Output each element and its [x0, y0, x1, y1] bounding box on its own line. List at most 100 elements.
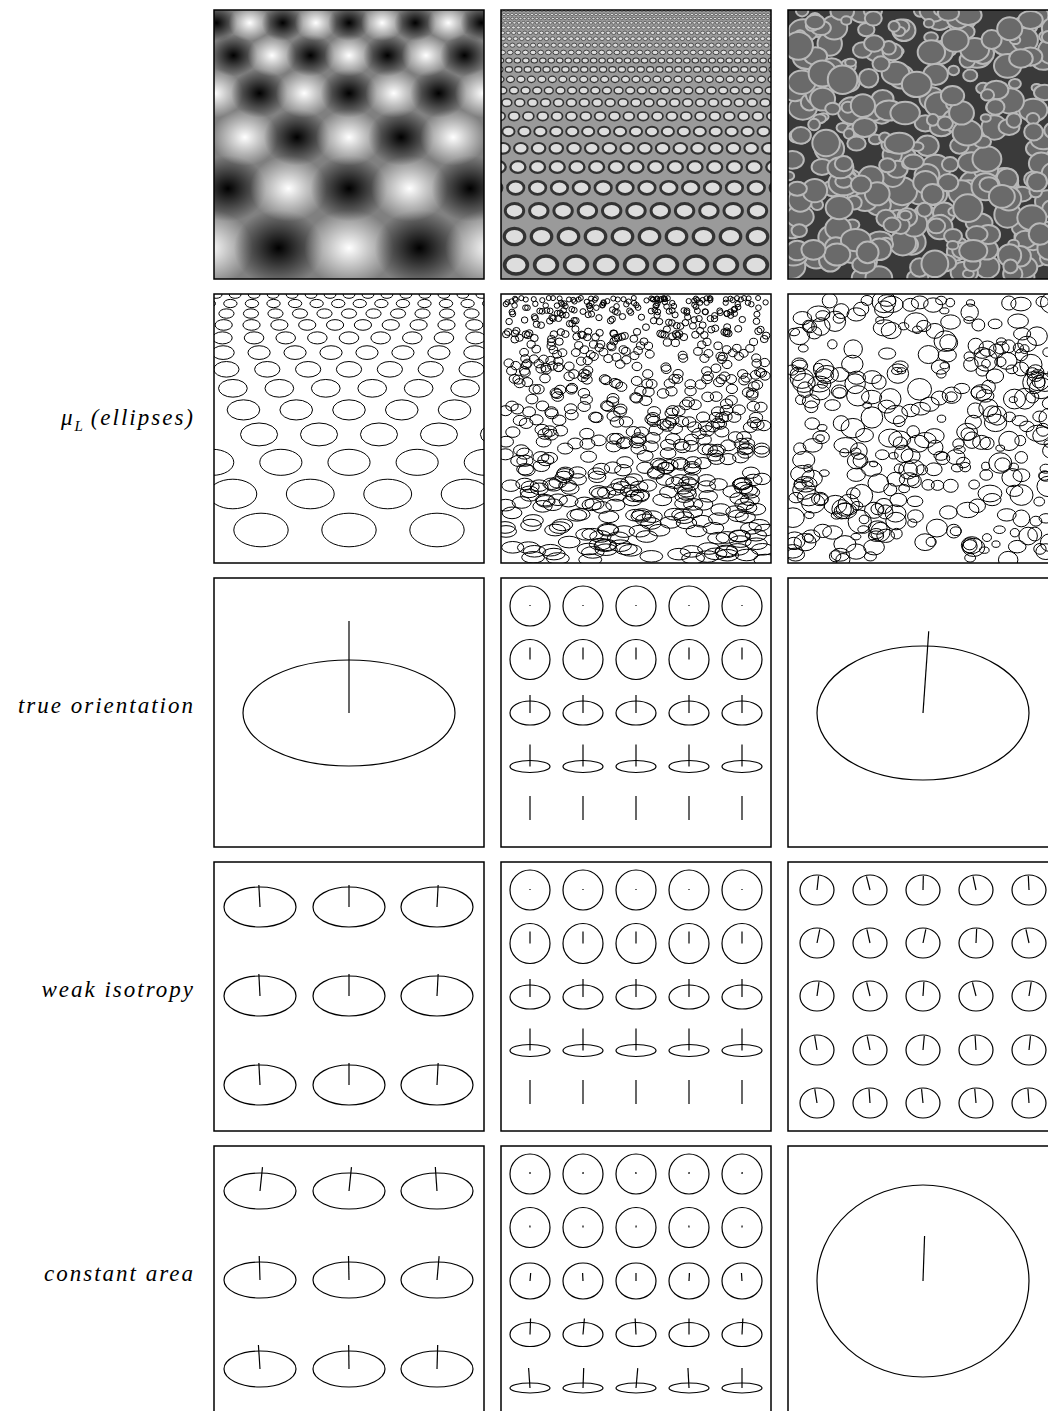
texture-blob: [656, 67, 663, 73]
fit-ellipse: [724, 311, 730, 317]
fit-ellipse: [526, 394, 538, 404]
texture-blob: [670, 13, 673, 15]
texture-blob: [618, 99, 628, 107]
texture-blob: [519, 17, 522, 19]
texture-blob: [585, 43, 590, 47]
texture-blob: [530, 50, 536, 55]
fit-ellipse: [558, 536, 580, 548]
texture-blob: [738, 17, 741, 19]
texture-blob: [885, 133, 915, 154]
texture-blob: [634, 13, 637, 15]
texture-blob: [568, 50, 574, 55]
texture-blob: [554, 13, 557, 15]
fit-ellipse: [296, 362, 321, 378]
texture-blob: [668, 37, 673, 41]
texture-blob: [720, 228, 741, 244]
fit-ellipse: [611, 296, 616, 301]
texture-blob: [650, 13, 653, 15]
texture-blob: [673, 31, 677, 34]
texture-blob: [684, 76, 692, 82]
texture-blob: [543, 67, 550, 73]
texture-blob: [728, 50, 734, 55]
fit-ellipse: [714, 342, 722, 350]
texture-blob: [721, 99, 731, 107]
texture-blob: [504, 21, 507, 24]
fit-ellipse: [1037, 476, 1048, 496]
texture-blob: [662, 127, 674, 137]
texture-blob: [649, 17, 652, 19]
texture-blob: [503, 17, 506, 19]
texture-blob: [695, 76, 703, 82]
fit-ellipse: [248, 346, 270, 360]
texture-blob: [566, 112, 577, 121]
fit-ellipse: [697, 327, 704, 334]
texture-blob: [835, 156, 853, 171]
texture-blob: [710, 127, 722, 137]
texture-blob: [687, 26, 691, 29]
texture-blob: [539, 17, 542, 19]
texture-blob: [744, 50, 750, 55]
fit-ellipse: [737, 432, 752, 443]
texture-blob: [694, 13, 697, 15]
fit-ellipse: [582, 499, 601, 511]
texture-blob: [574, 13, 577, 15]
fit-ellipse: [681, 308, 687, 314]
texture-blob: [680, 37, 685, 41]
fit-ellipse: [551, 296, 556, 301]
fit-ellipse: [533, 460, 550, 471]
fit-ellipse: [542, 452, 558, 463]
fit-ellipse: [674, 439, 689, 450]
fit-ellipse: [501, 522, 515, 534]
texture-blob: [640, 43, 645, 47]
texture-blob: [526, 13, 529, 15]
fit-ellipse: [734, 352, 743, 360]
fit-ellipse: [504, 329, 511, 336]
fit-ellipse: [513, 445, 528, 456]
texture-blob: [759, 50, 765, 55]
texture-blob: [748, 37, 753, 41]
texture-blob: [662, 31, 666, 34]
texture-blob: [622, 76, 630, 82]
fit-ellipse: [438, 320, 455, 331]
texture-blob: [710, 13, 713, 15]
texture-blob: [736, 43, 741, 47]
texture-blob: [728, 31, 732, 34]
fit-ellipse: [760, 358, 769, 366]
texture-blob: [625, 256, 648, 274]
fit-ellipse: [708, 532, 729, 544]
fit-ellipse: [552, 415, 565, 425]
texture-blob: [652, 112, 663, 121]
fit-ellipse: [702, 309, 708, 315]
texture-blob: [595, 112, 606, 121]
texture-blob: [646, 13, 649, 15]
fit-ellipse: [669, 333, 677, 340]
texture-blob: [621, 21, 624, 24]
fit-ellipse: [531, 297, 536, 302]
fit-ellipse: [219, 309, 234, 318]
texture-blob: [603, 21, 606, 24]
fit-ellipse: [640, 396, 652, 406]
texture-blob: [651, 204, 669, 219]
fit-ellipse: [244, 332, 264, 344]
fit-ellipse: [745, 529, 766, 541]
fit-ellipse: [322, 513, 376, 547]
texture-blob: [1003, 260, 1017, 274]
texture-blob: [592, 26, 596, 29]
fit-ellipse: [534, 360, 544, 368]
texture-blob: [709, 99, 719, 107]
fit-ellipse: [215, 320, 232, 331]
texture-blob: [586, 13, 589, 15]
texture-blob: [585, 143, 598, 154]
texture-blob: [758, 76, 766, 82]
fit-ellipse: [741, 373, 751, 382]
fit-ellipse: [520, 486, 538, 498]
texture-blob: [666, 112, 677, 121]
fit-ellipse: [596, 315, 602, 321]
texture-blob: [889, 21, 900, 32]
texture-blob: [558, 43, 563, 47]
texture-blob: [748, 181, 765, 194]
fit-ellipse: [532, 345, 541, 353]
texture-blob: [630, 13, 633, 15]
fit-ellipse: [536, 401, 548, 411]
texture-blob: [542, 26, 546, 29]
